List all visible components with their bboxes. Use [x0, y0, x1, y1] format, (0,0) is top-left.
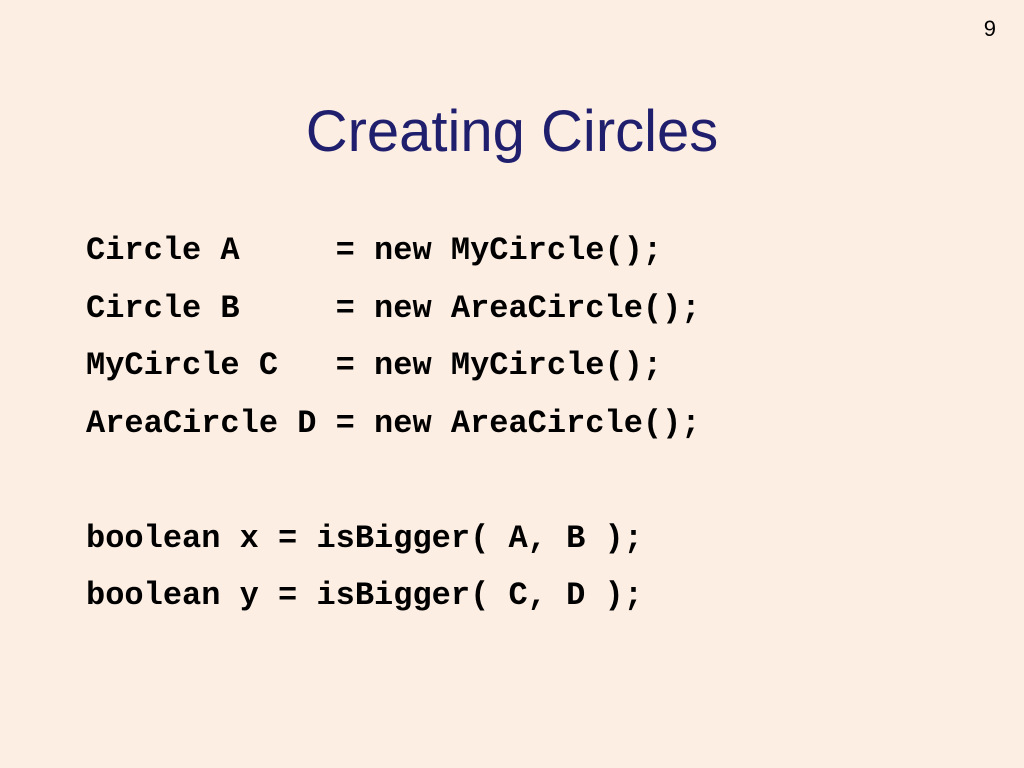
- code-line: Circle A = new MyCircle();: [86, 232, 663, 269]
- code-line-blank: [86, 455, 701, 513]
- code-block: Circle A = new MyCircle(); Circle B = ne…: [86, 225, 701, 628]
- code-line: AreaCircle D = new AreaCircle();: [86, 404, 701, 442]
- code-line: boolean y = isBigger( C, D );: [86, 577, 643, 614]
- slide-title: Creating Circles: [305, 99, 719, 164]
- code-line: MyCircle C = new MyCircle();: [86, 347, 663, 384]
- slide-number: 9: [983, 16, 996, 41]
- code-line: Circle B = new AreaCircle();: [86, 289, 701, 327]
- code-line: boolean x = isBigger( A, B );: [86, 519, 643, 557]
